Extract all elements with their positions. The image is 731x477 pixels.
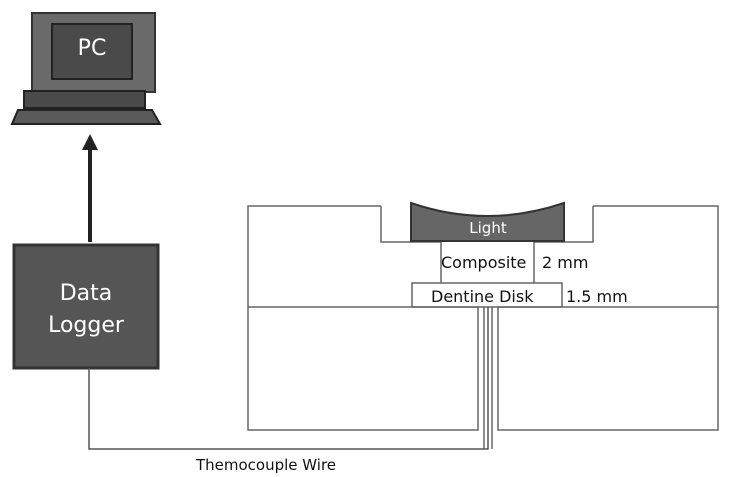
data-logger-label-line1: Data (59, 281, 113, 306)
dentine-disk-thickness: 1.5 mm (566, 287, 628, 306)
curing-light-shape (410, 201, 565, 242)
thermocouple-wire-label: Themocouple Wire (196, 456, 337, 474)
pc-label: PC (77, 36, 107, 61)
data-logger-box (12, 243, 160, 370)
data-logger-label-line2: Logger (48, 313, 124, 338)
pc-icon (10, 12, 162, 125)
dentine-disk-label: Dentine Disk (431, 287, 534, 306)
thermocouple-wire (88, 307, 489, 450)
data-logger-label: Data Logger (14, 278, 158, 342)
composite-label: Composite (441, 253, 527, 272)
specimen-holder (247, 205, 719, 449)
data-flow-arrow (82, 134, 98, 242)
composite-thickness: 2 mm (542, 253, 589, 272)
light-label: Light (469, 219, 507, 237)
